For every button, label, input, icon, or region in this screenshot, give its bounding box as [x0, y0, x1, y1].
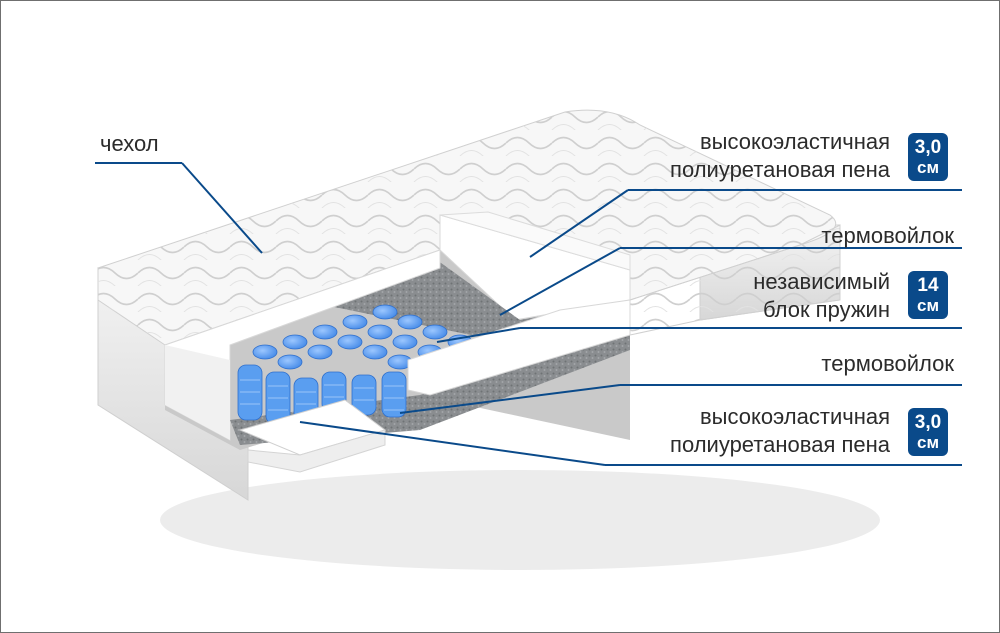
badge-bottom-foam: 3,0 см: [908, 408, 948, 456]
spring-block: [237, 304, 473, 429]
label-top-foam-line1: высокоэластичная: [699, 129, 890, 154]
badge-bottom-foam-unit: см: [916, 432, 940, 452]
badge-bottom-foam-value: 3,0: [914, 411, 942, 433]
label-springs-line1: независимый: [753, 269, 890, 294]
label-top-foam-line2: полиуретановая пена: [670, 157, 890, 182]
badge-springs-value: 14: [917, 274, 939, 296]
foam-wall-right: [407, 299, 631, 396]
mattress-shadow: [160, 470, 880, 570]
badge-top-foam-unit: см: [916, 157, 940, 177]
label-felt-bottom: термовойлок: [821, 351, 954, 376]
label-cover: чехол: [100, 131, 159, 156]
badge-springs: 14 см: [908, 271, 948, 319]
badge-top-foam: 3,0 см: [908, 133, 948, 181]
badge-springs-unit: см: [916, 295, 940, 315]
label-bottom-foam-line1: высокоэластичная: [699, 404, 890, 429]
label-springs-line2: блок пружин: [763, 297, 890, 322]
label-bottom-foam-line2: полиуретановая пена: [670, 432, 890, 457]
label-felt-top: термовойлок: [821, 223, 954, 248]
badge-top-foam-value: 3,0: [914, 136, 942, 158]
leader-lines: [95, 162, 962, 466]
